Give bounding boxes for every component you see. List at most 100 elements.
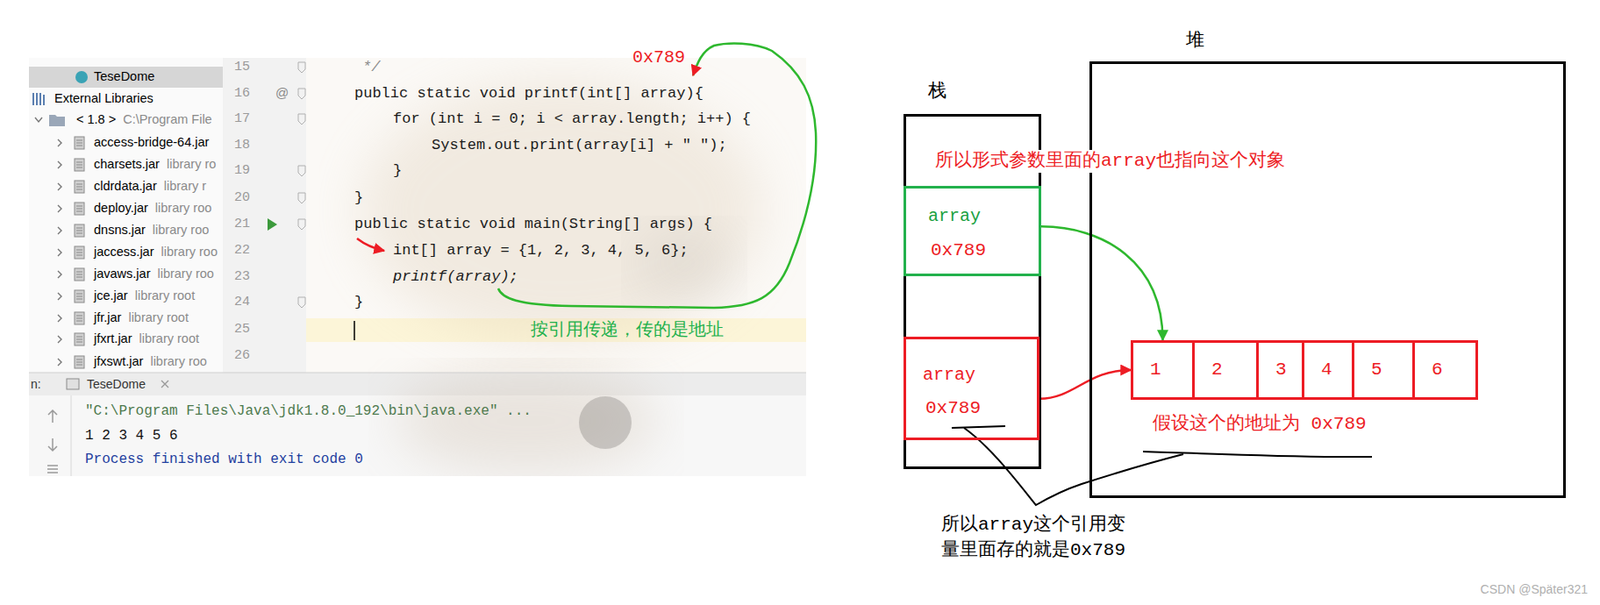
code-line: } bbox=[392, 162, 402, 180]
address-text: 0x789 bbox=[925, 397, 981, 420]
code-line: } bbox=[354, 189, 364, 208]
panel-divider bbox=[28, 372, 807, 374]
underline bbox=[1142, 451, 1372, 458]
annotation: 1 2 3 4 5 6 bbox=[85, 428, 179, 445]
fold-marker bbox=[298, 88, 306, 100]
tree-item: External Libraries bbox=[54, 91, 154, 107]
region-heading: 栈 bbox=[928, 80, 947, 103]
tree-item: deploy.jar bbox=[93, 200, 149, 216]
array-cell: 6 bbox=[1412, 340, 1479, 400]
tree-item: access-bridge-64.jar bbox=[93, 135, 209, 150]
cat-fur-tint bbox=[394, 368, 658, 474]
reference-arrow bbox=[1041, 226, 1164, 341]
node-text: 3 bbox=[1275, 358, 1287, 381]
collapse-chevron bbox=[35, 117, 43, 122]
selected-row bbox=[28, 66, 223, 88]
fold-marker bbox=[298, 114, 306, 125]
fold-marker bbox=[298, 297, 306, 308]
cat-eye-tint bbox=[631, 223, 737, 303]
tree-item: library roo bbox=[157, 266, 214, 282]
tree-item: library roo bbox=[161, 244, 218, 260]
node-text: 4 bbox=[1321, 358, 1333, 381]
fold-marker bbox=[298, 165, 306, 177]
annotation: TeseDome bbox=[86, 377, 146, 393]
underline bbox=[951, 426, 1006, 429]
jar-row-icon bbox=[57, 136, 85, 150]
pointer-arrow bbox=[357, 238, 385, 251]
line-number: 18 bbox=[234, 137, 250, 154]
line-number: 24 bbox=[234, 294, 250, 311]
current-line-highlight bbox=[306, 318, 807, 343]
run-gutter-icon bbox=[267, 218, 278, 231]
code-line: int[] array = {1, 2, 3, 4, 5, 6}; bbox=[392, 242, 689, 260]
jar-row-icon bbox=[57, 333, 85, 346]
array-cell: 2 bbox=[1192, 340, 1259, 400]
tab-close-icon bbox=[161, 380, 169, 388]
text-cursor bbox=[353, 321, 356, 341]
tree-item: jfxswt.jar bbox=[93, 354, 143, 370]
tree-item: jfxrt.jar bbox=[93, 331, 133, 347]
fold-marker bbox=[298, 62, 306, 73]
project-tree-panel bbox=[28, 57, 223, 373]
tree-item: cldrdata.jar bbox=[93, 178, 158, 194]
up-arrow-icon bbox=[48, 410, 58, 423]
tree-item: C:\Program File bbox=[122, 112, 213, 128]
annotation: "C:\Program Files\Java\jdk1.8.0_192\bin\… bbox=[85, 403, 532, 421]
tree-item: library root bbox=[135, 288, 196, 304]
tree-item: dnsns.jar bbox=[93, 222, 146, 238]
jar-row-icon bbox=[57, 202, 85, 215]
line-number: 23 bbox=[234, 269, 250, 286]
array-cell: 5 bbox=[1351, 340, 1415, 400]
tree-item: TeseDome bbox=[93, 69, 155, 85]
node-text: array bbox=[928, 206, 981, 228]
fold-marker bbox=[298, 192, 306, 204]
annotation: 按引用传递，传的是地址 bbox=[530, 320, 724, 342]
tree-item: charsets.jar bbox=[93, 157, 160, 172]
jar-row-icon bbox=[57, 246, 85, 259]
jar-row-icon bbox=[57, 290, 85, 303]
jar-row-icon bbox=[57, 312, 85, 325]
down-arrow-icon bbox=[48, 438, 58, 451]
line-number: 16 bbox=[234, 85, 250, 102]
address-text: 0x789 bbox=[930, 239, 986, 262]
tree-item: library roo bbox=[152, 222, 209, 238]
node-text: array bbox=[922, 364, 976, 386]
jar-row-icon bbox=[57, 158, 85, 172]
array-cell: 4 bbox=[1301, 340, 1355, 400]
tree-item: library root bbox=[139, 331, 200, 347]
tree-item: jaccess.jar bbox=[93, 244, 155, 260]
run-tab-icon bbox=[66, 378, 79, 390]
line-number: 19 bbox=[234, 163, 250, 179]
code-line: printf(array); bbox=[392, 268, 519, 286]
annotation: 所以形式参数里面的array也指向这个对象 bbox=[933, 150, 1287, 172]
annotation: Process finished with exit code 0 bbox=[85, 451, 364, 469]
annotation: 假设这个的地址为 0x789 bbox=[1152, 413, 1367, 436]
code-line: } bbox=[354, 293, 364, 312]
fold-marker bbox=[298, 219, 306, 230]
code-line: public static void printf(int[] array){ bbox=[354, 85, 704, 103]
tree-item: < 1.8 > bbox=[76, 112, 116, 128]
tree-item: library root bbox=[128, 310, 189, 326]
toolbar-divider bbox=[71, 395, 72, 477]
annotation: n: bbox=[30, 377, 42, 393]
line-number: 15 bbox=[234, 59, 250, 76]
annotation: 0x789 bbox=[632, 47, 686, 69]
class-icon bbox=[75, 71, 88, 84]
cat-eye bbox=[578, 396, 632, 450]
code-line: System.out.print(array[i] + " "); bbox=[431, 136, 728, 155]
reference-variable-box: array 0x789 bbox=[903, 185, 1042, 277]
cat-fur-tint bbox=[359, 78, 764, 343]
annotation: CSDN @Später321 bbox=[1480, 582, 1588, 598]
jar-row-icon bbox=[57, 268, 85, 281]
line-number: 21 bbox=[234, 216, 250, 233]
tree-item: javaws.jar bbox=[93, 266, 150, 282]
region-heading: 堆 bbox=[1185, 29, 1205, 52]
tree-item: jce.jar bbox=[93, 288, 129, 304]
folder-icon bbox=[49, 114, 65, 127]
code-line: for (int i = 0; i < array.length; i++) { bbox=[392, 110, 751, 129]
tree-item: library roo bbox=[155, 200, 212, 216]
line-number: 26 bbox=[234, 348, 250, 365]
tree-item: library ro bbox=[166, 157, 216, 172]
code-line: @ bbox=[275, 85, 289, 101]
